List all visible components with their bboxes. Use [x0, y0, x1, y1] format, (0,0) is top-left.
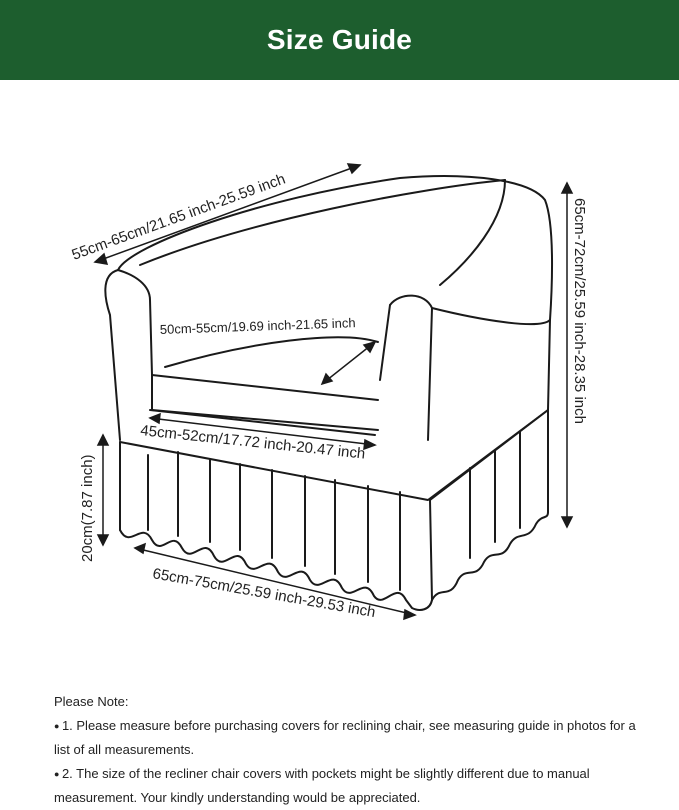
chair-right-arm-inner: [379, 304, 391, 381]
chair-side-bottom: [429, 319, 551, 501]
arrowhead: [403, 608, 417, 621]
arrowhead: [320, 372, 334, 386]
skirt-hem-front: [119, 529, 433, 611]
note-item: 1. Please measure before purchasing cove…: [54, 714, 654, 762]
arrowhead: [133, 542, 147, 555]
seat-depth-arrow: [321, 341, 376, 385]
arrowhead: [96, 534, 110, 547]
chair-illustration: 55cm-65cm/21.65 inch-25.59 inch 50cm-55c…: [70, 163, 588, 621]
arrowhead: [363, 438, 377, 451]
chair-left-arm-inner: [117, 269, 153, 376]
skirt-corner-edge: [429, 499, 433, 601]
page-title: Size Guide: [266, 24, 413, 55]
arrowhead: [346, 163, 362, 175]
size-diagram: 55cm-65cm/21.65 inch-25.59 inch 50cm-55c…: [0, 80, 679, 680]
chair-back-top: [117, 175, 554, 321]
seat-cushion-bottom: [149, 409, 376, 436]
skirt-height-label: 20cm(7.87 inch): [79, 454, 96, 562]
chair-cover-outline: [104, 175, 554, 611]
chair-left-arm-front: [104, 269, 121, 441]
seat-inner-line: [164, 336, 379, 368]
skirt-pleats: [147, 431, 521, 591]
seat-width-arrow: [149, 417, 376, 446]
notes-heading: Please Note:: [54, 694, 129, 709]
arrowhead: [560, 181, 574, 194]
arrowhead: [96, 433, 110, 446]
chair-back-seam: [139, 179, 506, 266]
dimension-arrows: [93, 163, 574, 621]
seat-edge-front: [151, 374, 379, 401]
bottom-width-label: 65cm-75cm/25.59 inch-29.53 inch: [151, 565, 376, 621]
back-width-arrow: [94, 164, 361, 263]
arrowhead: [93, 252, 109, 265]
seat-depth-label: 50cm-55cm/19.69 inch-21.65 inch: [160, 315, 356, 337]
arrowhead: [560, 516, 574, 529]
total-height-label: 65cm-72cm/25.59 inch-28.35 inch: [571, 198, 588, 424]
chair-back-curve: [439, 179, 506, 286]
chair-right-arm-front: [389, 294, 433, 441]
seat-width-label: 45cm-52cm/17.72 inch-20.47 inch: [140, 422, 367, 463]
skirt-top-band: [119, 409, 549, 501]
arrowhead: [362, 340, 377, 354]
note-item: 2. The size of the recliner chair covers…: [54, 762, 654, 810]
arrowhead: [148, 412, 161, 425]
notes-section: Please Note: 1. Please measure before pu…: [54, 690, 654, 810]
chair-side-top: [431, 307, 551, 326]
bottom-width-arrow: [134, 547, 416, 616]
header-banner: Size Guide: [0, 0, 679, 80]
skirt-hem-side: [431, 511, 549, 601]
